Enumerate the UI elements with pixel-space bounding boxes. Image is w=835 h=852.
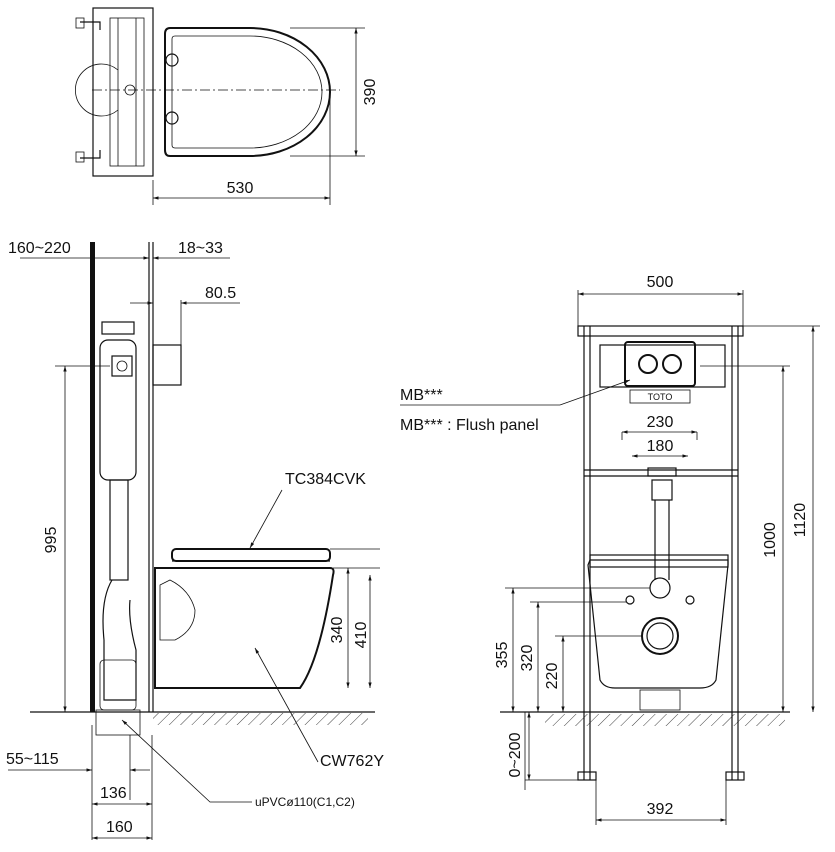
- dim-392: 392: [647, 801, 674, 818]
- dim-0-200: 0~200: [507, 732, 524, 777]
- label-tc384cvk: TC384CVK: [285, 471, 366, 488]
- label-cw762y: CW762Y: [320, 753, 384, 770]
- flush-panel: [624, 341, 696, 387]
- dim-320: 320: [519, 645, 536, 672]
- bowl-side: [154, 567, 335, 689]
- dim-1120: 1120: [792, 503, 809, 538]
- dim-530: 530: [227, 180, 254, 197]
- label-mb-flush-panel: MB*** : Flush panel: [400, 417, 539, 434]
- bowl-front: [587, 559, 729, 689]
- seat-side: [171, 548, 331, 562]
- dim-410: 410: [353, 622, 370, 649]
- toto-logo: TOTO: [648, 392, 673, 402]
- side-view: 160~220 18~33 80.5 995 340 410 TC384CVK …: [6, 240, 384, 840]
- dim-230: 230: [647, 414, 674, 431]
- frame-top: [577, 325, 744, 337]
- seat-outline-top: [164, 27, 331, 157]
- dim-136: 136: [100, 785, 127, 802]
- dim-55-115: 55~115: [6, 751, 59, 768]
- cistern: [99, 339, 137, 481]
- dim-340: 340: [329, 617, 346, 644]
- dim-160-220: 160~220: [8, 240, 71, 257]
- dim-1000: 1000: [762, 522, 779, 558]
- dim-355: 355: [494, 642, 511, 669]
- dim-220: 220: [544, 663, 561, 690]
- front-view: TOTO 500 230 180 1000: [400, 274, 820, 825]
- top-frame-outline: [92, 7, 154, 177]
- label-mb: MB***: [400, 387, 443, 404]
- dim-995: 995: [43, 527, 60, 554]
- dim-18-33: 18~33: [178, 240, 223, 257]
- dim-160: 160: [106, 819, 133, 836]
- label-upvc: uPVCø110(C1,C2): [255, 795, 355, 809]
- dim-390: 390: [362, 79, 379, 106]
- dim-80-5: 80.5: [205, 285, 236, 302]
- dim-500: 500: [647, 274, 674, 291]
- wall-plate: [90, 242, 95, 712]
- top-view: 390 530: [74, 7, 379, 205]
- dim-180: 180: [647, 438, 674, 455]
